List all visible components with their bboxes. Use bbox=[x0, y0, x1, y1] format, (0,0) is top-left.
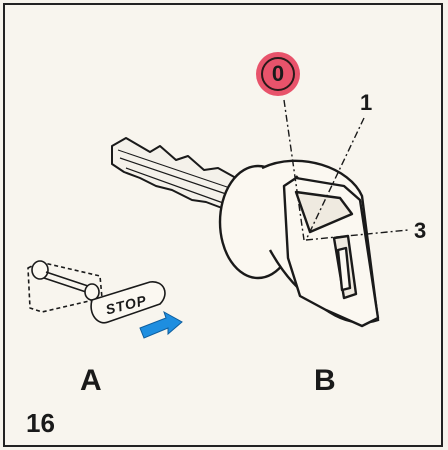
key-head bbox=[282, 176, 380, 328]
stop-knob bbox=[27, 260, 166, 324]
figure-number: 16 bbox=[26, 408, 55, 438]
pull-arrow-icon bbox=[139, 310, 183, 339]
position-three-label: 3 bbox=[414, 218, 427, 243]
indicator-lines bbox=[283, 99, 409, 241]
view-a-label: A bbox=[80, 364, 102, 397]
position-one-label: 1 bbox=[360, 90, 373, 115]
key-blade bbox=[111, 137, 241, 211]
view-b-label: B bbox=[314, 364, 336, 397]
position-zero-label: 0 bbox=[261, 57, 295, 91]
position-zero-badge: 0 bbox=[256, 52, 300, 96]
